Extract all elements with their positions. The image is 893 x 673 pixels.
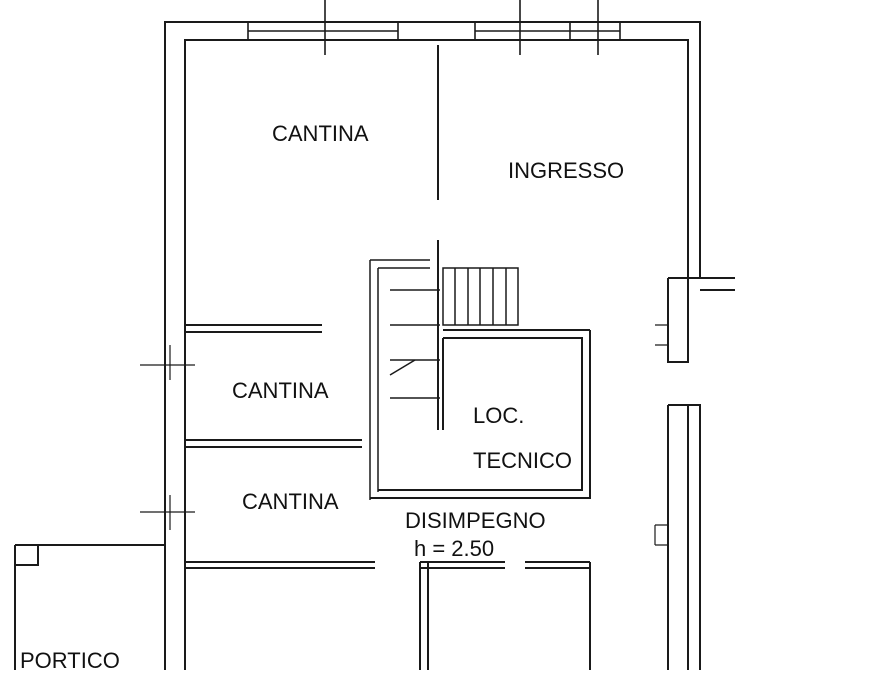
room-label-ingresso: INGRESSO (508, 158, 625, 183)
room-label-cantina-mid: CANTINA (232, 378, 329, 403)
room-label-portico: PORTICO (20, 648, 120, 673)
top-windows (247, 0, 621, 55)
outer-walls (164, 21, 735, 670)
room-label-disimpegno: DISIMPEGNO (405, 508, 546, 533)
room-label-cantina-low: CANTINA (242, 489, 339, 514)
wall-ticks (140, 324, 668, 546)
portico-walls (14, 544, 165, 670)
ceiling-height-label: h = 2.50 (414, 536, 495, 561)
partitions (185, 45, 591, 670)
stair (369, 259, 519, 500)
room-label-loc: LOC. (473, 403, 525, 428)
room-label-cantina-top: CANTINA (272, 121, 369, 146)
loc-tecnico-walls (370, 329, 591, 499)
room-label-tecnico: TECNICO (473, 448, 572, 473)
